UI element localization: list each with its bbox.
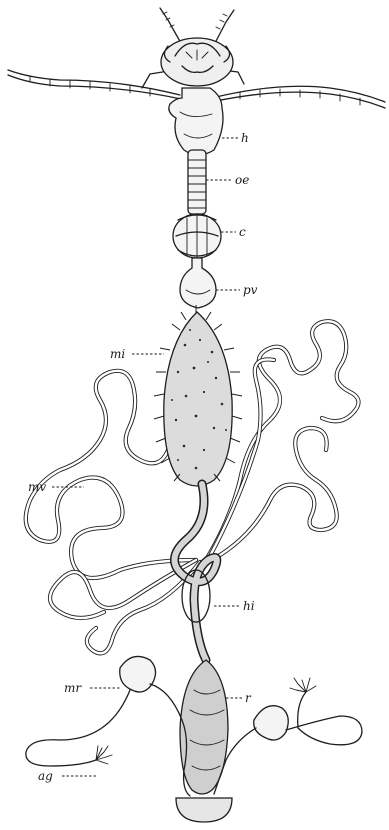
crop: [173, 214, 221, 258]
label-mv: mv: [28, 480, 46, 494]
label-oe: oe: [235, 173, 249, 187]
label-r: r: [245, 691, 252, 705]
label-pv: pv: [243, 283, 258, 297]
proventriculus: [180, 258, 216, 308]
label-mr: mr: [64, 681, 82, 695]
mid-intestine: [154, 305, 242, 486]
label-c: c: [239, 225, 246, 239]
label-h: h: [241, 131, 249, 145]
label-mi: mi: [110, 347, 125, 361]
label-ag: ag: [38, 769, 53, 783]
oesophagus: [188, 150, 206, 214]
label-hi: hi: [243, 599, 255, 613]
hind-intestine: [174, 484, 216, 660]
anal-segment: [176, 798, 232, 822]
